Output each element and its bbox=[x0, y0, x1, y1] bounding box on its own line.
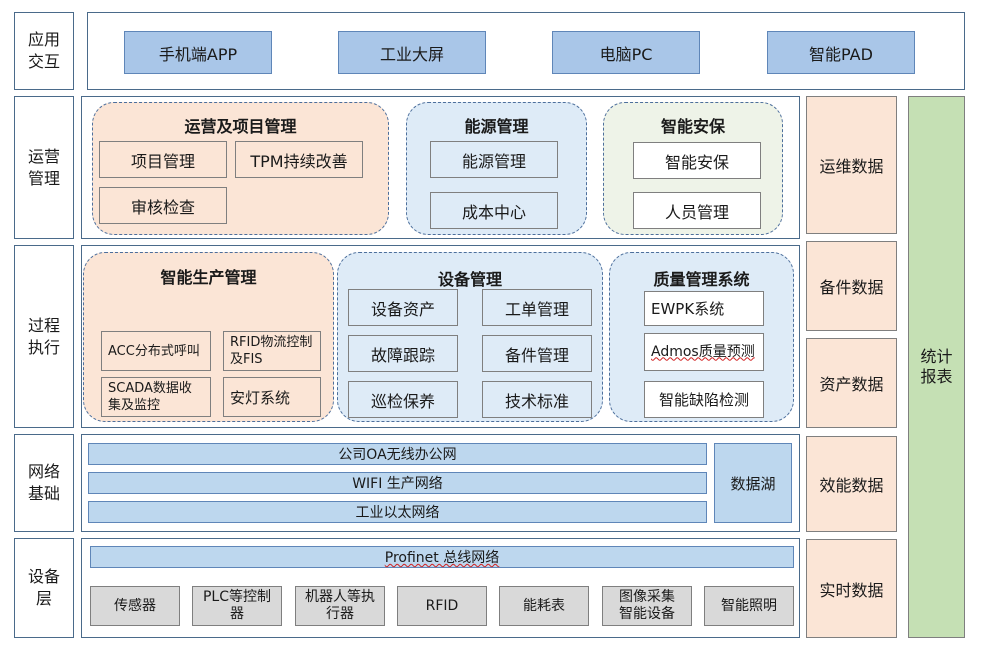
device-smart-lighting: 智能照明 bbox=[704, 586, 794, 626]
group-title-smart-production: 智能生产管理 bbox=[160, 268, 257, 287]
layer-label-interaction: 应用 交互 bbox=[14, 12, 74, 90]
group-title-equipment-management: 设备管理 bbox=[437, 270, 502, 289]
layer-label-process: 过程 执行 bbox=[14, 245, 74, 428]
data-lake: 数据湖 bbox=[714, 443, 792, 523]
device-plc-controller: PLC等控制器 bbox=[192, 586, 282, 626]
item-rfid-logistics: RFID物流控制及FIS bbox=[223, 331, 321, 371]
device-sensor: 传感器 bbox=[90, 586, 180, 626]
layer-label-network: 网络 基础 bbox=[14, 434, 74, 532]
group-title-smart-security: 智能安保 bbox=[660, 117, 725, 136]
profinet-bus-text: Profinet 总线网络 bbox=[384, 550, 500, 566]
item-personnel-management: 人员管理 bbox=[633, 192, 761, 229]
item-ewpk: EWPK系统 bbox=[644, 291, 764, 326]
net-wifi-production: WIFI 生产网络 bbox=[88, 472, 707, 494]
data-realtime: 实时数据 bbox=[806, 539, 897, 638]
stats-report: 统计 报表 bbox=[908, 96, 965, 638]
item-technical-standards: 技术标准 bbox=[482, 381, 592, 418]
group-title-project-management: 运营及项目管理 bbox=[184, 117, 297, 136]
item-project-management: 项目管理 bbox=[99, 141, 227, 178]
data-assets: 资产数据 bbox=[806, 338, 897, 428]
item-energy-management: 能源管理 bbox=[430, 141, 558, 178]
layer-label-operations: 运营 管理 bbox=[14, 96, 74, 239]
data-efficiency: 效能数据 bbox=[806, 436, 897, 532]
item-work-orders: 工单管理 bbox=[482, 289, 592, 326]
data-ops: 运维数据 bbox=[806, 96, 897, 234]
item-tpm-improvement: TPM持续改善 bbox=[235, 141, 363, 178]
device-energy-meter: 能耗表 bbox=[499, 586, 589, 626]
net-oa-wireless: 公司OA无线办公网 bbox=[88, 443, 707, 465]
layer-label-device: 设备 层 bbox=[14, 538, 74, 638]
interaction-pc: 电脑PC bbox=[552, 31, 700, 74]
item-smart-security: 智能安保 bbox=[633, 142, 761, 179]
item-admos-quality: Admos质量预测 bbox=[644, 333, 764, 371]
net-industrial-ethernet: 工业以太网络 bbox=[88, 501, 707, 523]
group-title-energy-management: 能源管理 bbox=[464, 117, 529, 136]
item-acc-call: ACC分布式呼叫 bbox=[101, 331, 211, 371]
interaction-industrial-screen: 工业大屏 bbox=[338, 31, 486, 74]
item-fault-tracking: 故障跟踪 bbox=[348, 335, 458, 372]
item-defect-detection: 智能缺陷检测 bbox=[644, 381, 764, 418]
interaction-mobile-app: 手机端APP bbox=[124, 31, 272, 74]
item-andon: 安灯系统 bbox=[223, 377, 321, 417]
interaction-pad: 智能PAD bbox=[767, 31, 915, 74]
profinet-bus: Profinet 总线网络 bbox=[90, 546, 794, 568]
item-scada: SCADA数据收集及监控 bbox=[101, 377, 211, 417]
item-cost-center: 成本中心 bbox=[430, 192, 558, 229]
device-robot-actuator: 机器人等执行器 bbox=[295, 586, 385, 626]
item-spare-parts: 备件管理 bbox=[482, 335, 592, 372]
device-image-capture: 图像采集智能设备 bbox=[602, 586, 692, 626]
device-rfid: RFID bbox=[397, 586, 487, 626]
group-title-quality-management: 质量管理系统 bbox=[653, 270, 750, 289]
item-equipment-assets: 设备资产 bbox=[348, 289, 458, 326]
item-audit-inspection: 审核检查 bbox=[99, 187, 227, 224]
item-admos-quality-text: Admos质量预测 bbox=[651, 343, 755, 360]
data-spare-parts: 备件数据 bbox=[806, 241, 897, 331]
item-inspection-maintenance: 巡检保养 bbox=[348, 381, 458, 418]
